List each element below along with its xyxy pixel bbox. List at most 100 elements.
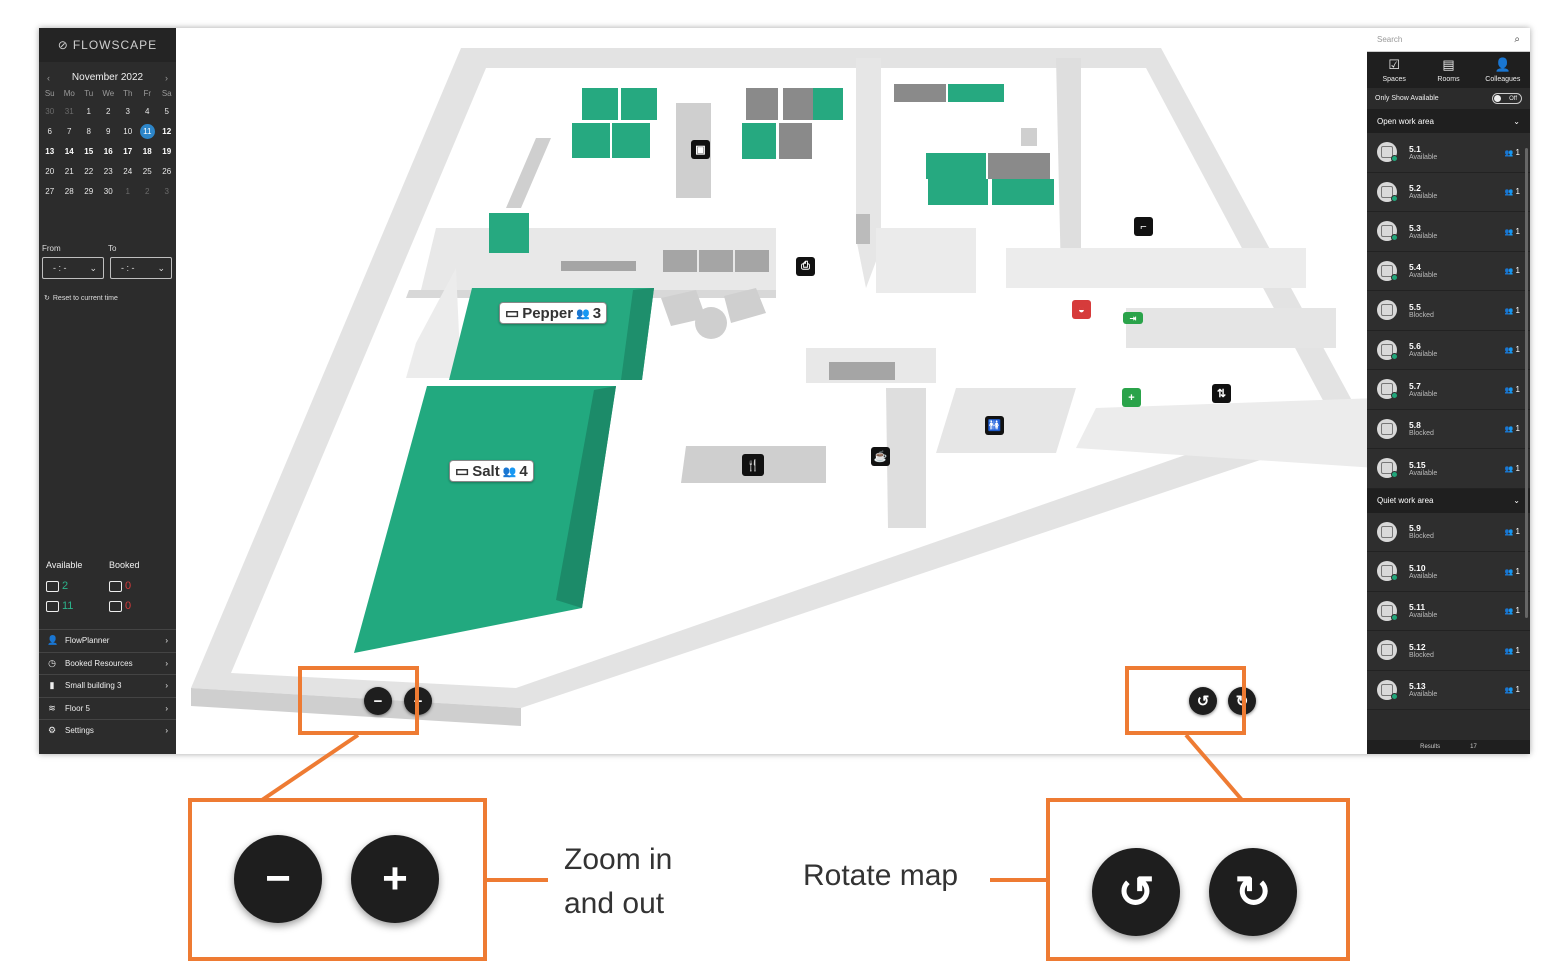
from-time-select[interactable]: - : - ⌄ [42,257,104,279]
calendar-day[interactable]: 7 [67,127,72,136]
calendar-day[interactable]: 31 [64,107,74,116]
calendar-day[interactable]: 20 [45,167,55,176]
search-input[interactable]: Search ⌕ [1367,28,1530,52]
weekday-label: Sa [161,88,172,98]
calendar-day[interactable]: 28 [64,187,74,196]
calendar-day[interactable]: 17 [123,147,133,156]
section-header[interactable]: Open work area⌄ [1367,109,1530,133]
calendar-day[interactable]: 23 [103,167,113,176]
calendar-day[interactable]: 1 [86,107,91,116]
nav-item-settings[interactable]: ⚙Settings› [39,719,176,742]
calendar-day[interactable]: 4 [145,107,150,116]
floor-map[interactable]: ▭ Pepper 👥 3 ▭ Salt 👥 4 ▣ ⎙ ⌐ ◒ ⇥ + ⇅ 🚻 … [176,28,1367,754]
calendar-day[interactable]: 13 [45,147,55,156]
available-dot [1391,692,1398,700]
nav-item-building[interactable]: ▮Small building 3› [39,674,176,697]
room-tag-pepper[interactable]: ▭ Pepper 👥 3 [499,302,608,324]
results-label: Results [1420,744,1441,750]
results-footer: Results 17 [1367,740,1530,754]
tab-spaces[interactable]: ☑Spaces [1367,52,1421,88]
calendar-day[interactable]: 21 [64,167,74,176]
room-tag-salt[interactable]: ▭ Salt 👥 4 [449,460,534,482]
next-month-icon[interactable]: › [165,72,168,83]
from-time-value: - : - [53,263,67,273]
calendar-day[interactable]: 10 [123,127,133,136]
calendar-day[interactable]: 8 [86,127,91,136]
desk-capacity: 👥 1 [1505,527,1520,536]
reset-time-link[interactable]: ↻ Reset to current time [44,294,118,303]
calendar-day[interactable]: 12 [162,127,172,136]
chevron-right-icon: › [165,681,168,691]
calendar-day[interactable]: 2 [145,187,150,196]
calendar-day[interactable]: 22 [84,167,94,176]
calendar-day[interactable]: 3 [164,187,169,196]
desk-capacity-value: 1 [1515,147,1520,157]
calendar-day[interactable]: 25 [142,167,152,176]
desks-available-count: 11 [62,600,74,612]
calendar-day[interactable]: 30 [45,107,55,116]
nav-item-booked-resources[interactable]: ◷Booked Resources› [39,651,176,675]
tab-rooms[interactable]: ▤Rooms [1421,52,1475,88]
tab-colleagues[interactable]: 👤Colleagues [1476,52,1530,88]
zoom-highlight-box [298,666,419,735]
desk-capacity: 👥 1 [1505,385,1520,394]
calendar-day[interactable]: 30 [103,187,113,196]
calendar-day[interactable]: 18 [142,147,152,156]
calendar-day[interactable]: 16 [103,147,113,156]
calendar-icon: ▭ [455,463,470,480]
calendar-day[interactable]: 6 [47,127,52,136]
calendar-day[interactable]: 2 [106,107,111,116]
tab-label: Spaces [1382,76,1406,83]
logo-mark-icon: ⊘ [57,38,69,52]
people-icon: 👥 [1504,149,1516,157]
search-icon[interactable]: ⌕ [1514,34,1520,45]
people-icon: 👥 [1504,687,1516,695]
calendar-day[interactable]: 9 [106,127,111,136]
calendar-day[interactable]: 1 [125,187,130,196]
desk-icon [1377,181,1398,202]
calendar-day[interactable]: 11 [138,122,158,141]
calendar-day[interactable]: 24 [123,167,133,176]
rotate-left-button[interactable]: ↺ [1189,687,1217,715]
calendar-day[interactable]: 3 [125,107,130,116]
nav-item-floor[interactable]: ≋Floor 5› [39,696,176,720]
to-time-select[interactable]: - : -⌄ [110,257,172,279]
room-capacity: 4 [519,462,528,480]
rotate-left-large-button: ↺ [1092,848,1180,936]
chevron-down-icon: ⌄ [89,262,97,273]
calendar-day[interactable]: 14 [64,147,74,156]
calendar-day[interactable]: 19 [162,147,172,156]
section-header[interactable]: Quiet work area⌄ [1367,488,1530,513]
calendar-day[interactable]: 5 [164,107,169,116]
chevron-right-icon: › [165,658,168,668]
people-icon: 👥 [502,465,517,478]
desk-list-scrollbar[interactable] [1525,148,1528,618]
calendar-day[interactable]: 15 [84,147,94,156]
desk-name: 5.9 [1409,523,1421,534]
zoom-out-button[interactable]: − [364,687,392,715]
section-title: Quiet work area [1377,496,1434,505]
only-available-toggle[interactable]: Off [1492,93,1522,104]
calendar-day[interactable]: 26 [162,167,172,176]
prev-month-icon[interactable]: ‹ [47,72,50,83]
calendar-day[interactable]: 29 [84,187,94,196]
nav-item-flowplanner[interactable]: 👤FlowPlanner› [39,629,176,652]
sidebar-nav: 👤FlowPlanner› ◷Booked Resources› ▮Small … [39,629,176,742]
calendar-day[interactable]: 27 [45,187,55,196]
